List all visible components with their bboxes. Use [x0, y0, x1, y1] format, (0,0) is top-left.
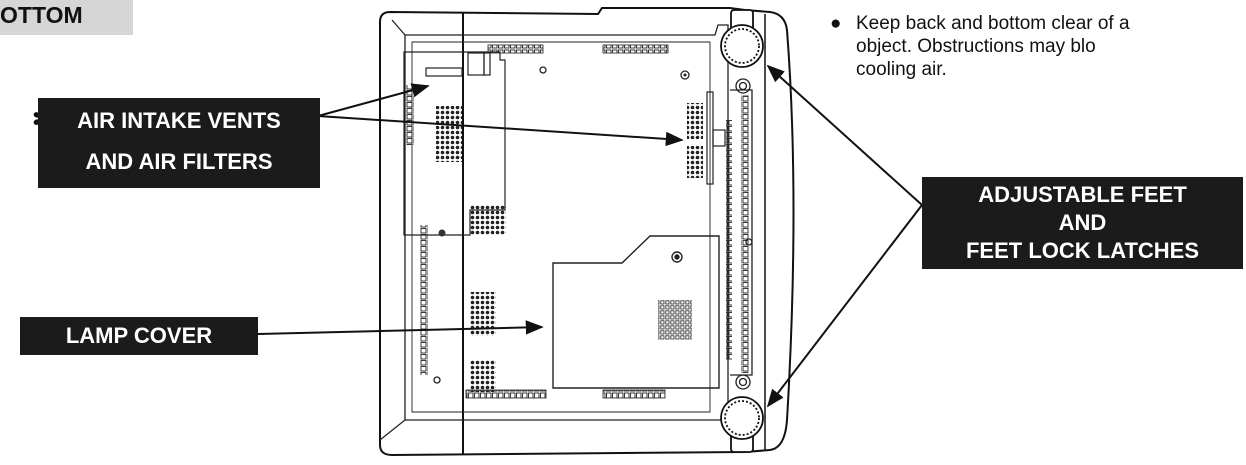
lamp-cover-label-text: LAMP COVER	[65, 323, 213, 348]
note-line-3: cooling air.	[856, 59, 947, 80]
air-intake-label-line1: AIR INTAKE VENTS	[77, 108, 281, 133]
feet-label-line2: AND	[1058, 210, 1107, 235]
air-intake-label: AIR INTAKE VENTS AND AIR FILTERS	[38, 98, 320, 188]
feet-label: ADJUSTABLE FEET AND FEET LOCK LATCHES	[922, 177, 1243, 269]
note-line-2: object. Obstructions may blo	[856, 36, 1096, 57]
filter-vent-right-upper	[687, 103, 703, 139]
arrow-air-intake-right	[317, 115, 684, 147]
filter-vent-upper	[436, 106, 462, 162]
filter-vent-right-lower	[687, 146, 703, 178]
feet-rail	[726, 78, 753, 390]
section-header: OTTOM	[0, 0, 133, 35]
projector-body	[379, 7, 795, 457]
feet-label-line1: ADJUSTABLE FEET	[978, 182, 1187, 207]
bottom-vent-slots-2	[602, 389, 666, 399]
top-vent-slots-1	[487, 44, 544, 54]
section-title: OTTOM	[0, 2, 83, 28]
air-intake-label-line2: AND AIR FILTERS	[85, 149, 273, 174]
adjustable-foot-bottom	[720, 396, 764, 453]
bullet-icon: ●	[830, 13, 842, 34]
lamp-cover-panel	[552, 235, 720, 389]
top-vent-slots-2	[602, 44, 669, 54]
arrow-lamp-cover	[257, 320, 544, 335]
arrow-air-intake-left	[317, 83, 430, 117]
left-edge-slots-2	[420, 225, 428, 375]
lamp-cover-grid	[658, 300, 692, 340]
lamp-cover-label: LAMP COVER	[20, 317, 258, 355]
side-vent-bottom	[470, 360, 496, 392]
note-line-1: ● Keep back and bottom clear of a	[830, 13, 1130, 34]
adjustable-foot-top	[720, 9, 764, 68]
inner-panel	[379, 19, 729, 441]
bottom-vent-slots-1	[465, 389, 547, 399]
side-vent-mid	[470, 205, 506, 235]
arrow-foot-bottom	[766, 204, 923, 408]
left-edge-slots-1	[406, 85, 414, 145]
arrow-foot-top	[766, 64, 923, 206]
feet-label-line3: FEET LOCK LATCHES	[965, 238, 1200, 263]
notes-text: ● Keep back and bottom clear of a object…	[830, 0, 1246, 81]
